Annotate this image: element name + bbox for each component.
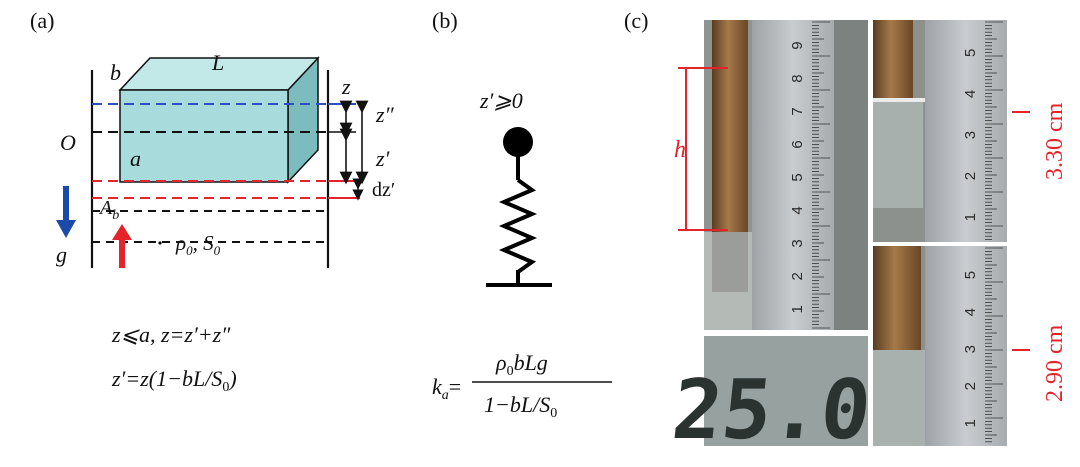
- label-origin: O: [60, 130, 76, 155]
- panel-label-a: (a): [30, 8, 55, 33]
- label-L: L: [211, 50, 224, 75]
- label-g: g: [56, 242, 67, 267]
- ruler-br-ticks: [985, 247, 1003, 443]
- label-z-prime: z′: [375, 146, 391, 171]
- ruler-number: 3: [962, 131, 979, 139]
- ruler-number: 6: [789, 140, 806, 148]
- ruler-main-ticks: [812, 21, 830, 329]
- ruler-number: 5: [789, 173, 806, 181]
- label-A: Ab: [98, 197, 119, 223]
- ruler-number: 2: [962, 172, 979, 180]
- ruler-top-right: [925, 20, 1007, 242]
- equation-2: z′=z(1−bL/S0): [111, 366, 237, 395]
- ruler-number: 2: [962, 382, 979, 390]
- panel-b-diagram: z′⩾0 ka= ρ0bLg 1−bL/S0: [432, 88, 612, 421]
- k-denominator: 1−bL/S0: [484, 392, 557, 421]
- k-numerator: ρ0bLg: [495, 350, 548, 379]
- ruler-tr-ticks: [985, 21, 1003, 241]
- ruler-number: 4: [789, 206, 806, 214]
- photo-main: 9 8 7 6 5 4 3 2 1: [704, 20, 868, 330]
- photo-tr-water: [873, 98, 923, 208]
- ruler-number: 5: [962, 49, 979, 57]
- block-front-face: [119, 89, 289, 183]
- photo-bottom-right: 5 4 3 2 1: [873, 246, 1007, 446]
- label-rho-S: ρ0, S0: [175, 231, 221, 258]
- rod-submerged: [712, 232, 748, 292]
- spring-mass-ball: [503, 127, 533, 157]
- measure-bottom-label: 2.90 cm: [1042, 324, 1068, 402]
- ruler-number: 3: [789, 239, 806, 247]
- k-lhs: ka=: [432, 374, 461, 403]
- dot-marker: [158, 241, 162, 245]
- buoyancy-arrow-head: [112, 224, 132, 240]
- gravity-arrow-head: [56, 220, 76, 238]
- ruler-number: 4: [962, 308, 979, 316]
- panel-label-c: (c): [624, 8, 649, 33]
- ruler-number: 1: [962, 213, 979, 221]
- measure-top-label: 3.30 cm: [1042, 102, 1068, 180]
- ruler-number: 1: [789, 305, 806, 313]
- ruler-number: 5: [962, 271, 979, 279]
- label-a: a: [130, 146, 141, 171]
- thermometer-reading: 25.0: [668, 363, 875, 458]
- panel-c-photos: 9 8 7 6 5 4 3 2 1 h 25.0 5 4 3 2 1: [668, 20, 1068, 458]
- equation-1: z⩽a, z=z′+z″: [111, 322, 231, 347]
- ruler-number: 3: [962, 345, 979, 353]
- photo-main-right-edge: [834, 20, 868, 330]
- ruler-number: 2: [789, 272, 806, 280]
- wooden-rod: [712, 20, 748, 232]
- label-z-double-prime: z″: [375, 102, 395, 127]
- ruler-number: 1: [962, 419, 979, 427]
- ruler-number: 9: [789, 41, 806, 49]
- label-b: b: [110, 60, 121, 85]
- ruler-br-numbers: 5 4 3 2 1: [962, 271, 979, 428]
- photo-br-water: [873, 350, 925, 446]
- ruler-main-numbers: 9 8 7 6 5 4 3 2 1: [789, 41, 806, 313]
- panel-a-diagram: b L O a z z″ z′ dz′ Ab g ρ0, S0 z⩽a, z=z…: [56, 50, 395, 395]
- ruler-bottom-right: [925, 246, 1007, 446]
- ruler-number: 7: [789, 107, 806, 115]
- photo-br-rod: [873, 246, 921, 350]
- condition-label: z′⩾0: [479, 88, 523, 113]
- ruler-number: 4: [962, 90, 979, 98]
- label-dz-prime: dz′: [372, 179, 395, 201]
- photo-tr-rod: [873, 20, 913, 98]
- panel-label-b: (b): [432, 8, 458, 33]
- photo-top-right: 5 4 3 2 1: [873, 20, 1007, 242]
- thermometer-background: [704, 336, 868, 446]
- label-z: z: [341, 74, 351, 99]
- ruler-number: 8: [789, 74, 806, 82]
- spring-coil: [498, 178, 538, 274]
- h-label: h: [674, 137, 686, 163]
- ruler-tr-numbers: 5 4 3 2 1: [962, 49, 979, 222]
- photo-thermometer: 25.0: [668, 336, 875, 458]
